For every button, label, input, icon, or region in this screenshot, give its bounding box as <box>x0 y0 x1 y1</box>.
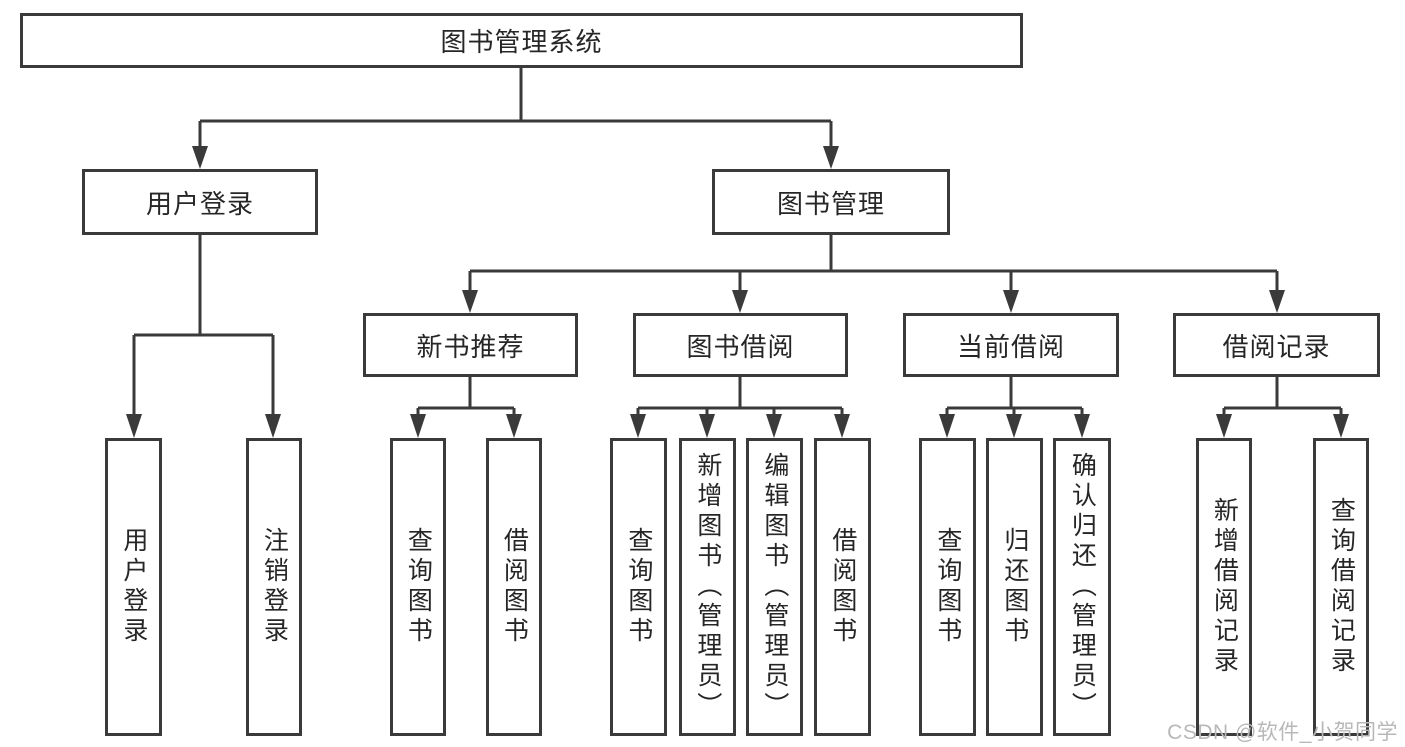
node-book-management: 图书管理 <box>712 169 950 235</box>
leaf-query-books-1-label: 查询图书 <box>404 527 433 647</box>
leaf-borrow-books-1-label: 借阅图书 <box>500 527 529 647</box>
connector-book-management <box>468 235 1279 290</box>
leaf-confirm-return-admin: 确认归还（管理员） <box>1053 438 1111 736</box>
leaf-query-borrow-record: 查询借阅记录 <box>1313 438 1369 736</box>
leaf-query-borrow-record-label: 查询借阅记录 <box>1327 497 1356 677</box>
leaf-return-books-label: 归还图书 <box>1000 527 1029 647</box>
leaf-add-borrow-record: 新增借阅记录 <box>1196 438 1252 736</box>
leaf-user-login-label: 用户登录 <box>119 527 148 647</box>
leaf-add-borrow-record-label: 新增借阅记录 <box>1210 497 1239 677</box>
arrowheads <box>126 146 1349 438</box>
leaf-return-books: 归还图书 <box>986 438 1043 736</box>
leaf-confirm-return-admin-label: 确认归还（管理员） <box>1068 452 1097 722</box>
node-new-book-recommend: 新书推荐 <box>363 313 578 377</box>
connector-current-borrow <box>945 377 1084 415</box>
node-borrow-records: 借阅记录 <box>1173 313 1380 377</box>
node-current-borrow: 当前借阅 <box>903 313 1119 377</box>
node-root: 图书管理系统 <box>20 13 1023 68</box>
leaf-borrow-books-1: 借阅图书 <box>486 438 542 736</box>
leaf-edit-books-admin: 编辑图书（管理员） <box>746 438 803 736</box>
node-book-borrow: 图书借阅 <box>633 313 848 377</box>
leaf-borrow-books-2: 借阅图书 <box>814 438 871 736</box>
leaf-add-books-admin-label: 新增图书（管理员） <box>693 452 722 722</box>
connector-new-book <box>416 377 516 415</box>
connector-borrow-records <box>1222 377 1343 415</box>
csdn-watermark: CSDN @软件_小贺同学 <box>1167 721 1398 744</box>
leaf-add-books-admin: 新增图书（管理员） <box>679 438 736 736</box>
connector-book-borrow <box>636 377 844 415</box>
leaf-logout: 注销登录 <box>246 438 302 736</box>
leaf-query-books-3-label: 查询图书 <box>933 527 962 647</box>
node-user-login: 用户登录 <box>82 169 318 235</box>
leaf-query-books-3: 查询图书 <box>919 438 976 736</box>
leaf-query-books-2: 查询图书 <box>610 438 667 736</box>
connector-user-login <box>132 235 275 415</box>
leaf-user-login: 用户登录 <box>105 438 162 736</box>
leaf-borrow-books-2-label: 借阅图书 <box>828 527 857 647</box>
leaf-logout-label: 注销登录 <box>260 527 289 647</box>
connector-root <box>198 68 833 146</box>
leaf-query-books-1: 查询图书 <box>390 438 446 736</box>
leaf-edit-books-admin-label: 编辑图书（管理员） <box>760 452 789 722</box>
leaf-query-books-2-label: 查询图书 <box>624 527 653 647</box>
